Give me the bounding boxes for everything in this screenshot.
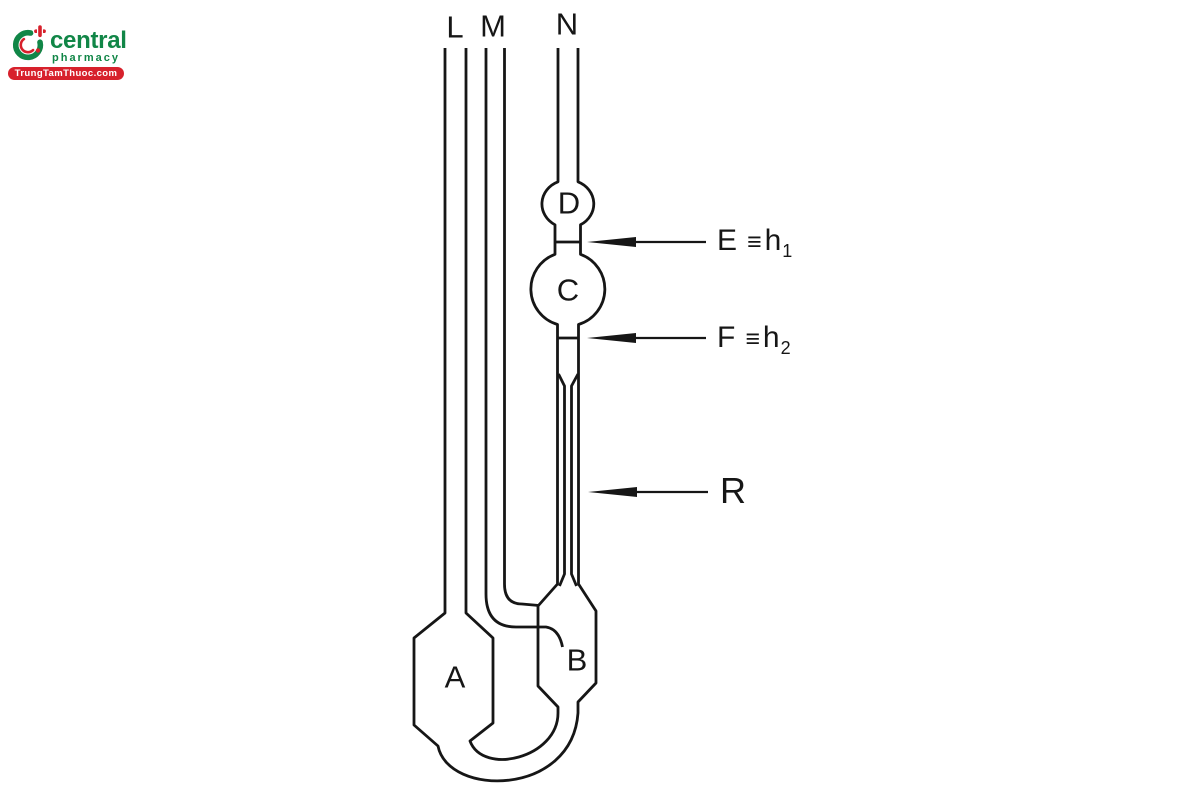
logo-site-text: TrungTamThuoc.com [14,68,118,79]
mark-e-subscript: 1 [782,241,793,261]
equiv-symbol: ≡ [745,324,760,353]
annotation-e-h1: E ≡ h 1 [717,224,792,261]
mark-f-subscript: 2 [780,338,791,358]
logo-brand-text: central [50,27,127,54]
tube-label-n: N [555,6,579,42]
arrow-capillary-r-icon [588,487,708,497]
bulb-label-a: A [444,659,466,695]
capillary-bore-left-path [557,373,566,587]
bulb-label-b: B [566,642,588,678]
mark-f-quantity: h [762,321,780,354]
central-pharmacy-c-plus-icon [12,24,48,61]
logo-site-badge: TrungTamThuoc.com [8,67,124,80]
equiv-symbol: ≡ [747,227,762,256]
mark-e-quantity: h [764,224,782,257]
tube-label-m: M [480,8,506,44]
annotation-arrows [587,237,708,497]
annotation-f-h2: F ≡ h 2 [717,321,791,358]
mark-e-letter: E [717,224,738,257]
glass-outline-outer-path [412,48,607,783]
glass-outline-inner-path [464,48,560,761]
capillary-bore-right-path [570,373,580,587]
mark-f-letter: F [717,321,736,354]
bulb-label-d: D [557,185,581,221]
annotation-capillary-r: R [720,470,746,511]
tube-m-outer-wall-path [484,48,564,648]
tube-m-inner-wall-path [503,48,540,607]
tube-label-l: L [446,9,464,45]
logo-tagline-text: pharmacy [52,52,120,64]
arrow-mark-f-icon [587,333,706,343]
arrow-mark-e-icon [587,237,706,247]
central-pharmacy-logo: central pharmacy TrungTamThuoc.com [8,14,158,84]
bulb-label-c: C [556,272,580,308]
